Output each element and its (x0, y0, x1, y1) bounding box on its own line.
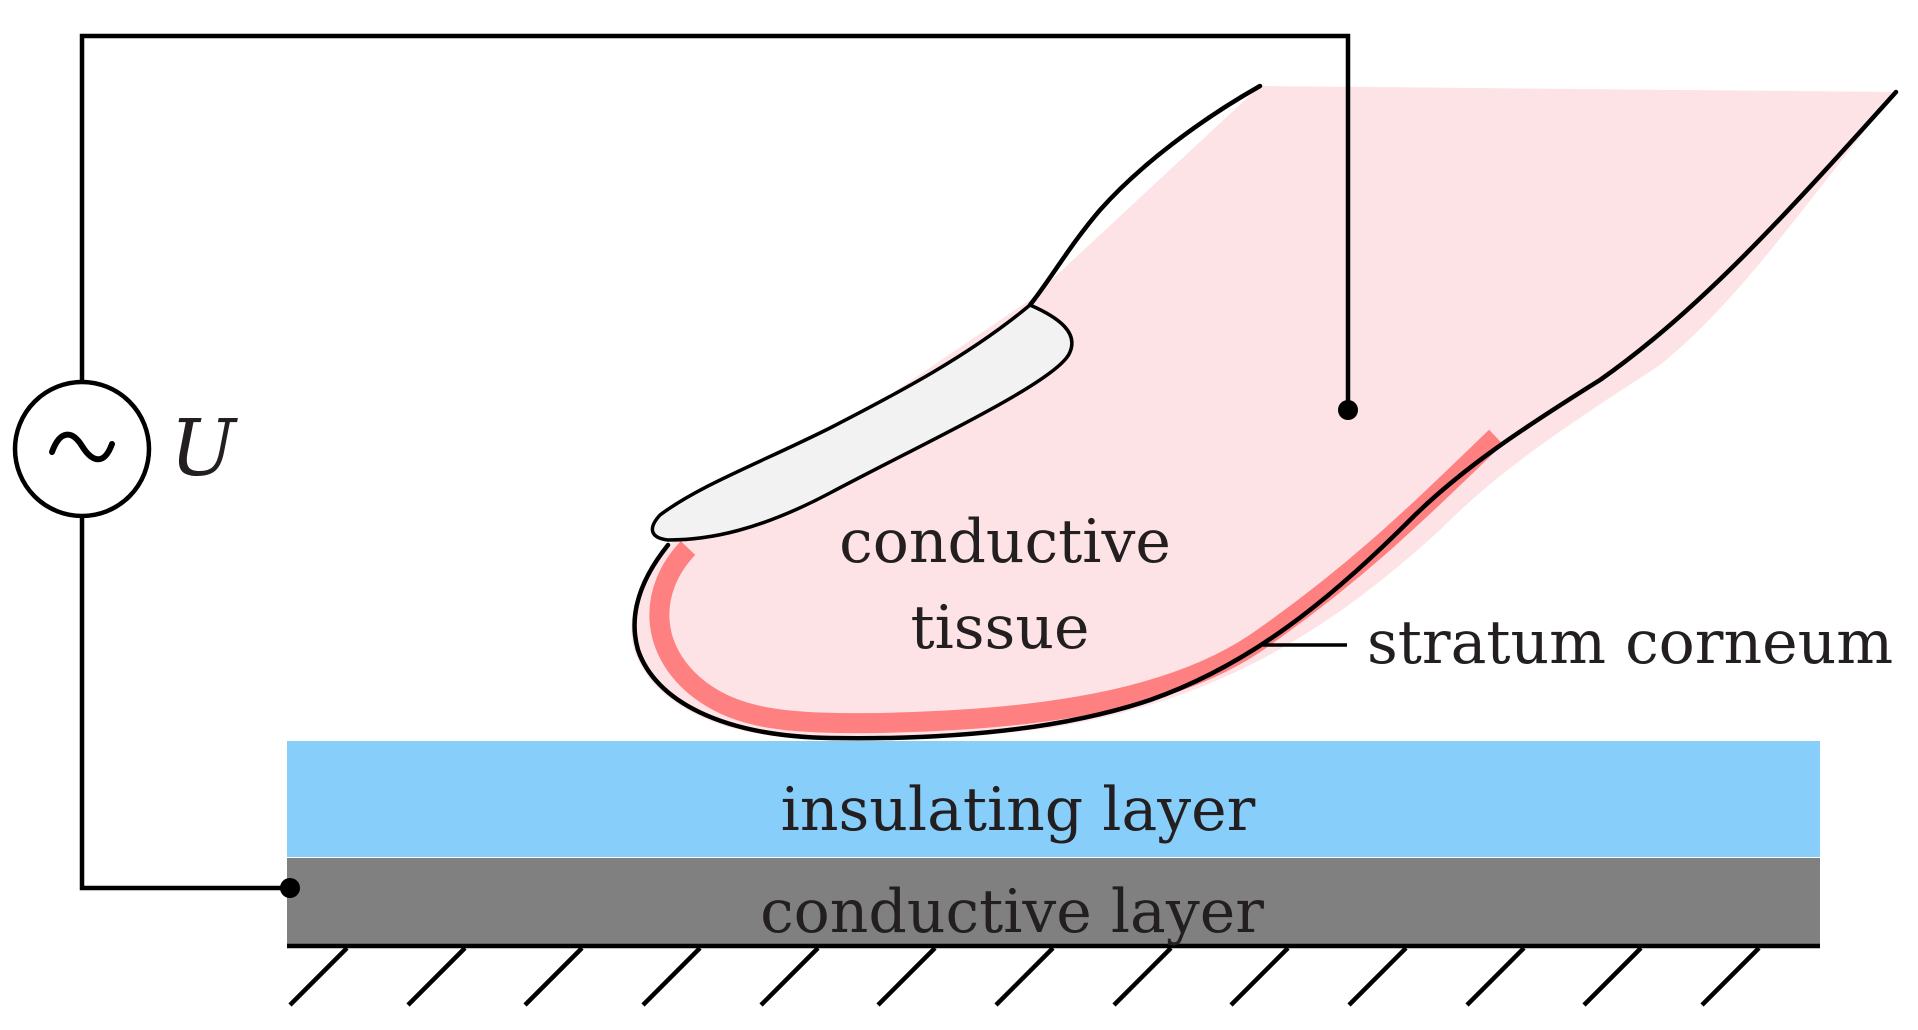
voltage-label: U (170, 404, 238, 494)
conductive-tissue-label-line1: conductive (839, 507, 1171, 577)
insulating-layer-label: insulating layer (781, 775, 1256, 845)
fingernail (650, 303, 1074, 542)
conductive-tissue-label-line2: tissue (910, 593, 1089, 663)
finger-outline-top (1027, 83, 1263, 308)
ground-electrode-dot (280, 878, 300, 898)
finger-outline-bottom (632, 89, 1899, 741)
stratum-corneum-label: stratum corneum (1367, 608, 1893, 678)
finger-tissue (631, 86, 1896, 739)
circuit-wire (79, 33, 1351, 891)
conductive-layer-label: conductive layer (760, 877, 1264, 947)
hatched-ground-icon (288, 946, 1761, 1007)
insulating-layer (287, 741, 1820, 857)
sine-wave-source-icon (12, 379, 152, 519)
finger-electrode-dot (1338, 400, 1358, 420)
stratum-corneum-layer (649, 429, 1503, 734)
conductive-layer (287, 858, 1820, 946)
